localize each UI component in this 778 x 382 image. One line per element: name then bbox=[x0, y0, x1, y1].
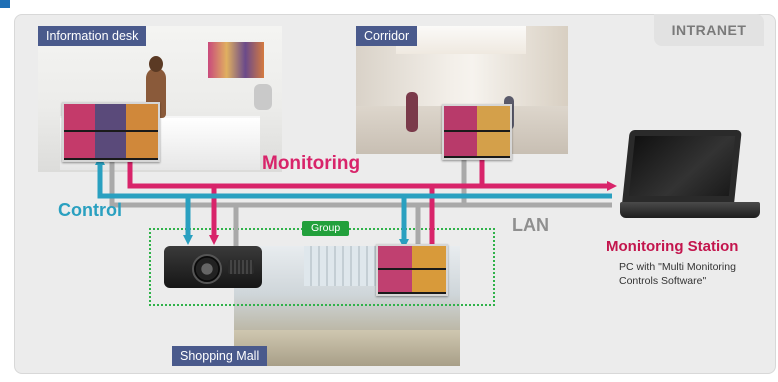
control-line-main bbox=[95, 155, 612, 199]
corridor-label: Corridor bbox=[356, 26, 418, 46]
corridor-display bbox=[442, 104, 512, 160]
mall-floor bbox=[234, 330, 460, 366]
projector-lens bbox=[192, 254, 222, 284]
corridor-ceiling bbox=[396, 26, 526, 54]
receptionist-head bbox=[149, 56, 163, 72]
monitoring-label: Monitoring bbox=[262, 153, 361, 174]
info-desk-display bbox=[62, 102, 160, 162]
corner-accent bbox=[0, 0, 10, 8]
display-grid bbox=[64, 104, 158, 160]
shopping-mall-label: Shopping Mall bbox=[172, 346, 268, 366]
group-tag: Group bbox=[302, 221, 350, 236]
wall-screens bbox=[208, 42, 264, 78]
projector bbox=[164, 246, 262, 288]
information-desk-label: Information desk bbox=[38, 26, 147, 46]
laptop bbox=[616, 130, 766, 224]
monitoring-station-subtitle-1: PC with "Multi Monitoring bbox=[619, 261, 736, 273]
display-grid bbox=[444, 106, 510, 158]
shopper-figure bbox=[406, 92, 418, 132]
lan-label: LAN bbox=[512, 215, 549, 235]
laptop-screen bbox=[628, 136, 736, 196]
monitoring-station-title: Monitoring Station bbox=[606, 238, 739, 255]
laptop-base bbox=[620, 202, 760, 218]
control-lines bbox=[95, 155, 612, 249]
display-grid bbox=[378, 246, 446, 294]
projector-vent bbox=[228, 260, 254, 274]
intranet-badge: INTRANET bbox=[654, 14, 764, 46]
lan-line-main bbox=[109, 160, 612, 208]
monitoring-line-main bbox=[125, 155, 617, 191]
control-label: Control bbox=[58, 200, 122, 220]
laptop-lid bbox=[622, 130, 742, 202]
plant bbox=[254, 84, 272, 110]
mall-display bbox=[376, 244, 448, 296]
monitoring-station-subtitle-2: Controls Software" bbox=[619, 275, 707, 287]
